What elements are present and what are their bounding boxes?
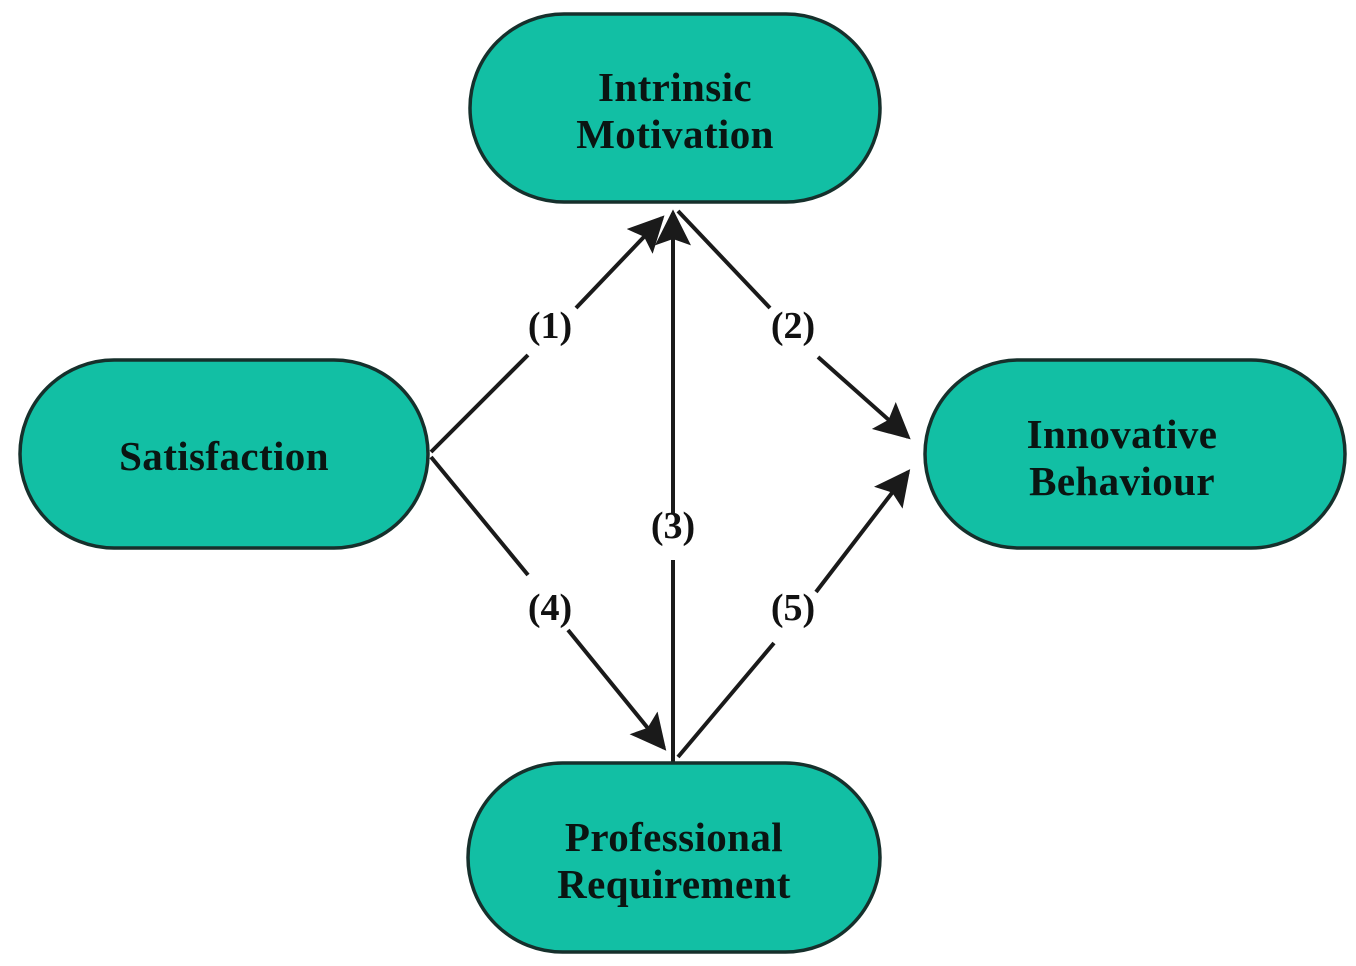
nodes-layer: Intrinsic Motivation Satisfaction Innova…: [18, 12, 1347, 954]
edge-4-segment-lower: [566, 628, 667, 751]
node-professional-requirement-label-line2: Requirement: [557, 861, 791, 907]
edge-label-5: (5): [771, 587, 815, 629]
edge-2-segment-upper: [676, 209, 772, 310]
edge-label-4-text: (4): [528, 587, 572, 629]
node-intrinsic-motivation[interactable]: Intrinsic Motivation: [468, 12, 882, 204]
edge-label-2-text: (2): [771, 305, 815, 347]
edge-label-3: (3): [651, 505, 695, 547]
node-innovative-behaviour-shape: [923, 358, 1347, 550]
node-satisfaction-shape: [18, 358, 430, 550]
edges-layer: [429, 209, 911, 762]
edge-2-segment-lower: [816, 355, 911, 440]
edge-satisfaction-to-professional-requirement[interactable]: [429, 455, 667, 751]
node-professional-requirement-label-line1: Professional: [565, 814, 783, 860]
node-innovative-behaviour[interactable]: Innovative Behaviour: [923, 358, 1347, 550]
edge-4-segment-upper: [429, 455, 530, 577]
edge-intrinsic-motivation-to-innovative-behaviour[interactable]: [676, 209, 911, 440]
node-professional-requirement-shape: [466, 761, 882, 954]
node-innovative-behaviour-label-line2: Behaviour: [1029, 458, 1215, 504]
edge-label-3-text: (3): [651, 505, 695, 547]
edge-5-segment-upper: [814, 469, 911, 594]
node-satisfaction[interactable]: Satisfaction: [18, 358, 430, 550]
node-intrinsic-motivation-label-line2: Motivation: [576, 111, 774, 157]
edge-label-5-text: (5): [771, 587, 815, 629]
edge-labels-layer: (1) (2) (3) (4) (5): [528, 305, 815, 629]
edge-label-1: (1): [528, 305, 572, 347]
edge-label-2: (2): [771, 305, 815, 347]
edge-professional-requirement-to-innovative-behaviour[interactable]: [676, 469, 911, 759]
edge-label-4: (4): [528, 587, 572, 629]
node-intrinsic-motivation-label-line1: Intrinsic: [598, 64, 752, 110]
edge-label-1-text: (1): [528, 305, 572, 347]
node-intrinsic-motivation-shape: [468, 12, 882, 204]
edge-1-segment-lower: [429, 353, 530, 454]
edge-1-segment-upper: [574, 215, 665, 310]
node-innovative-behaviour-label-line1: Innovative: [1027, 411, 1218, 457]
edge-5-segment-lower: [676, 641, 776, 759]
edge-satisfaction-to-intrinsic-motivation[interactable]: [429, 215, 665, 454]
node-satisfaction-label-line1: Satisfaction: [119, 433, 329, 479]
node-professional-requirement[interactable]: Professional Requirement: [466, 761, 882, 954]
